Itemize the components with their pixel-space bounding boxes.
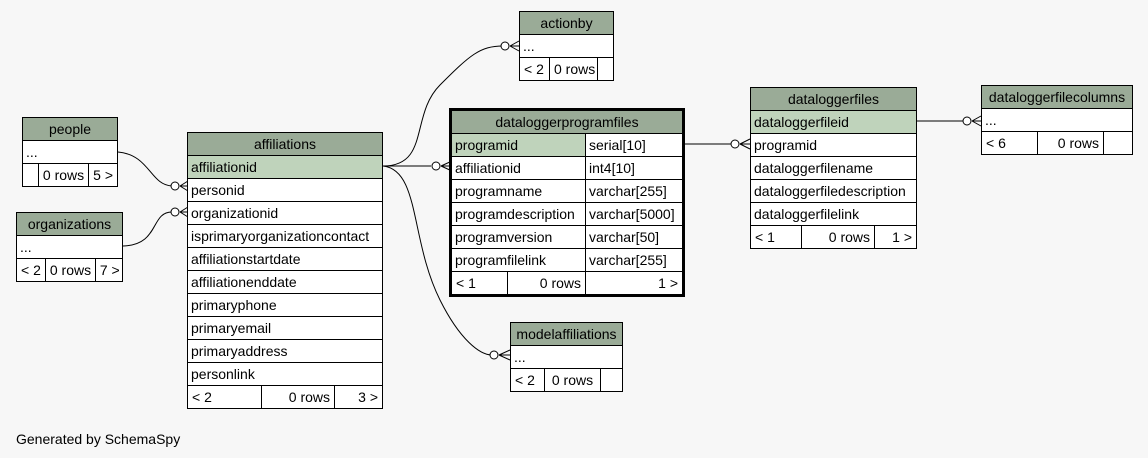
row-count: 0 rows [37, 164, 88, 186]
table-row: programdescription varchar[5000] [452, 203, 682, 226]
parents-count [23, 164, 38, 186]
table-row: dataloggerfiledescription [751, 180, 916, 203]
table-row: isprimaryorganizationcontact [188, 225, 382, 248]
table-header: dataloggerfiles [751, 88, 916, 111]
table-footer: < 2 0 rows [520, 58, 613, 80]
table-header: dataloggerfilecolumns [982, 86, 1132, 109]
table-row: ... [23, 141, 117, 164]
table-footer: < 2 0 rows 7 > [17, 259, 122, 281]
table-row: primaryphone [188, 294, 382, 317]
parents-count: < 6 [986, 135, 1006, 151]
table-header: dataloggerprogramfiles [452, 111, 682, 134]
edge-organizations-affiliations [122, 211, 173, 247]
table-footer: < 2 0 rows 3 > [188, 386, 382, 408]
table-row: programfilelink varchar[255] [452, 249, 682, 272]
table-footer: < 1 0 rows 1 > [452, 272, 682, 294]
row-count: 0 rows [44, 259, 95, 281]
table-row: affiliationstartdate [188, 248, 382, 271]
table-footer: < 2 0 rows [511, 369, 622, 391]
table-row: primaryaddress [188, 340, 382, 363]
table-row: programid [751, 134, 916, 157]
children-count [597, 58, 613, 80]
parents-count: < 2 [21, 262, 41, 278]
table-row: personlink [188, 363, 382, 386]
table-footer: < 1 0 rows 1 > [751, 226, 916, 248]
table-footer: 0 rows 5 > [23, 164, 117, 186]
row-count: 0 rows [801, 226, 874, 248]
children-count: 7 > [94, 259, 124, 281]
table-row: affiliationenddate [188, 271, 382, 294]
table-footer: < 6 0 rows [982, 132, 1132, 154]
table-actionby[interactable]: actionby ... < 2 0 rows [519, 11, 614, 81]
parents-count: < 2 [524, 61, 544, 77]
column-name: affiliationid [455, 160, 521, 176]
table-header: organizations [17, 213, 122, 236]
table-modelaffiliations[interactable]: modelaffiliations ... < 2 0 rows [510, 322, 623, 392]
children-count [600, 369, 622, 391]
table-dataloggerfilecolumns[interactable]: dataloggerfilecolumns ... < 6 0 rows [981, 85, 1133, 155]
table-people[interactable]: people ... 0 rows 5 > [22, 117, 118, 187]
children-count: 5 > [88, 164, 117, 186]
parents-count: < 1 [755, 229, 775, 245]
table-row: dataloggerfileid [751, 111, 916, 134]
column-type: varchar[5000] [585, 203, 682, 225]
row-count: 0 rows [261, 386, 334, 408]
row-count: 0 rows [544, 369, 600, 391]
table-header: people [23, 118, 117, 141]
column-name: programname [455, 183, 543, 199]
table-organizations[interactable]: organizations ... < 2 0 rows 7 > [16, 212, 123, 282]
table-header: affiliations [188, 133, 382, 156]
parents-count: < 1 [456, 275, 476, 291]
table-row: dataloggerfilelink [751, 203, 916, 226]
column-name: programdescription [455, 206, 575, 222]
edge-people-affiliations [117, 151, 173, 187]
table-row: dataloggerfilename [751, 157, 916, 180]
column-type: varchar[255] [585, 249, 682, 271]
row-count: 0 rows [1037, 132, 1103, 154]
column-type: serial[10] [585, 134, 682, 156]
edge-affiliations-actionby [382, 45, 504, 167]
column-name: programid [452, 134, 585, 156]
table-row: ... [982, 109, 1132, 132]
table-row: programid serial[10] [452, 134, 682, 157]
table-row: organizationid [188, 202, 382, 225]
generated-by-label: Generated by SchemaSpy [16, 431, 181, 447]
table-row: personid [188, 179, 382, 202]
table-row: ... [511, 346, 622, 369]
table-header: modelaffiliations [511, 323, 622, 346]
column-type: varchar[255] [585, 180, 682, 202]
table-row: affiliationid [188, 156, 382, 179]
table-row: programname varchar[255] [452, 180, 682, 203]
children-count: 3 > [334, 386, 382, 408]
column-name: programfilelink [455, 252, 547, 268]
table-row: affiliationid int4[10] [452, 157, 682, 180]
row-count: 0 rows [507, 272, 585, 294]
edge-affiliations-modelaffiliations [382, 165, 493, 356]
table-header: actionby [520, 12, 613, 35]
children-count [1103, 132, 1132, 154]
table-dataloggerprogramfiles[interactable]: dataloggerprogramfiles programid serial[… [449, 108, 685, 297]
column-name: programversion [455, 229, 553, 245]
table-row: programversion varchar[50] [452, 226, 682, 249]
table-dataloggerfiles[interactable]: dataloggerfiles dataloggerfileid program… [750, 87, 917, 249]
parents-count: < 2 [515, 372, 535, 388]
table-row: primaryemail [188, 317, 382, 340]
table-row: ... [520, 35, 613, 58]
column-type: int4[10] [585, 157, 682, 179]
column-type: varchar[50] [585, 226, 682, 248]
row-count: 0 rows [549, 58, 597, 80]
table-row: ... [17, 236, 122, 259]
table-affiliations[interactable]: affiliations affiliationid personid orga… [187, 132, 383, 409]
children-count: 1 > [874, 226, 916, 248]
children-count: 1 > [585, 272, 682, 294]
parents-count: < 2 [192, 389, 212, 405]
